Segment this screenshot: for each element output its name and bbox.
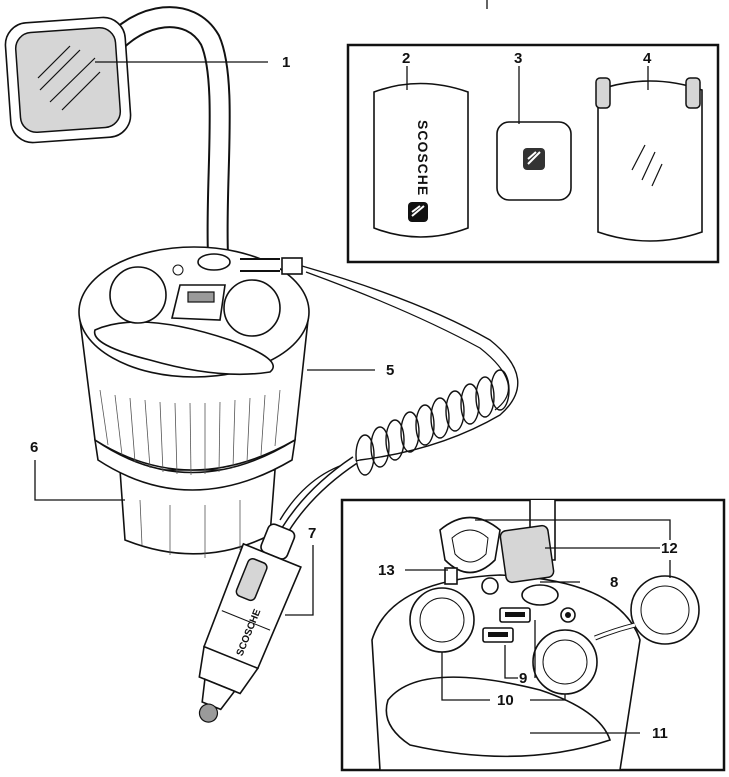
magnetic-mount-head xyxy=(4,16,132,144)
plate-brand-text: SCOSCHE xyxy=(415,120,431,196)
callout-10: 10 xyxy=(497,692,514,709)
callout-2: 2 xyxy=(402,50,410,67)
callout-5: 5 xyxy=(386,362,394,379)
power-outlet-left xyxy=(110,267,166,323)
callout-13: 13 xyxy=(378,562,395,579)
callout-8: 8 xyxy=(610,574,618,591)
callout-4: 4 xyxy=(643,50,652,67)
callout-3: 3 xyxy=(514,50,522,67)
callout-1: 1 xyxy=(282,54,290,71)
cup-holder-body xyxy=(79,247,309,558)
callout-6: 6 xyxy=(30,439,38,456)
callout-12: 12 xyxy=(661,540,678,557)
usb-cover xyxy=(500,525,555,583)
power-outlet-right xyxy=(224,280,280,336)
fuse-cap xyxy=(482,578,498,594)
protective-film xyxy=(596,78,702,241)
callout-11: 11 xyxy=(652,725,668,742)
callout-7: 7 xyxy=(308,525,316,542)
outlet-cap-open xyxy=(440,518,500,573)
mounting-plate-small xyxy=(497,122,571,200)
callout-9: 9 xyxy=(519,670,527,687)
mounting-plate-large: SCOSCHE xyxy=(374,84,468,238)
